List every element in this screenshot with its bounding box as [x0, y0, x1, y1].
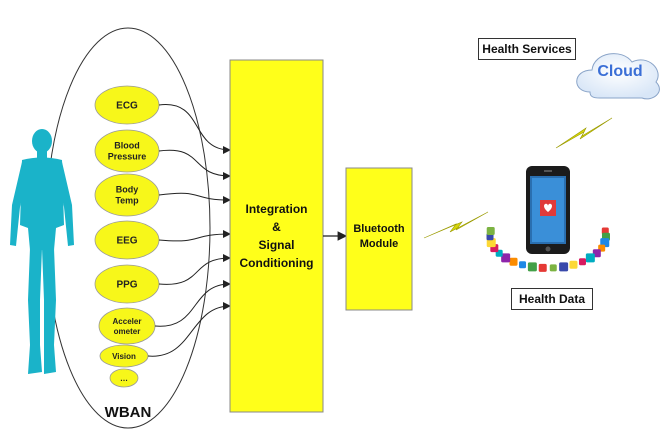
- app-tile-icon: [486, 226, 495, 235]
- bluetooth-block-label: Bluetooth Module: [346, 222, 412, 252]
- cloud-icon: [576, 53, 660, 100]
- sensor-node: [109, 368, 139, 388]
- integration-line-1: Integration: [245, 202, 308, 216]
- app-tile-icon: [509, 257, 518, 266]
- bluetooth-line-1: Bluetooth: [353, 223, 405, 235]
- sensor-label: ECG: [116, 101, 138, 112]
- app-tile-icon: [519, 261, 527, 269]
- health-data-label: Health Data: [511, 288, 593, 310]
- health-app-icons: [486, 226, 610, 272]
- sensor-arrow: [158, 192, 231, 204]
- bluetooth-line-2: Module: [359, 238, 399, 250]
- integration-line-3: Signal: [258, 238, 295, 252]
- cloud-label: Cloud: [597, 63, 643, 80]
- health-services-label: Health Services: [478, 38, 576, 60]
- app-tile-icon: [527, 262, 537, 272]
- sensor-arrow: [154, 280, 231, 327]
- sensor-arrow: [158, 149, 231, 180]
- bluetooth-block: [345, 167, 413, 311]
- sensor-label: …: [120, 374, 128, 383]
- app-tile-icon: [559, 262, 569, 272]
- sensor-label: EEG: [116, 236, 137, 247]
- wban-label: WBAN: [104, 404, 152, 421]
- lightning-bolt-icon: [555, 117, 613, 149]
- integration-block-label: Integration & Signal Conditioning: [230, 200, 323, 272]
- human-body-icon: [10, 129, 74, 374]
- sensor-arrow: [147, 302, 231, 357]
- app-tile-icon: [578, 258, 586, 266]
- sensor-label: Vision: [112, 352, 136, 361]
- integration-line-4: Conditioning: [239, 256, 314, 270]
- sensor-connectors: [147, 104, 231, 357]
- integration-line-2: &: [272, 220, 281, 234]
- integration-block: [229, 59, 324, 413]
- app-tile-icon: [549, 264, 557, 272]
- lightning-bolt-icon: [423, 211, 489, 239]
- app-tile-icon: [486, 233, 494, 241]
- sensor-arrow: [158, 104, 231, 154]
- app-tile-icon: [601, 227, 609, 235]
- sensor-arrow: [158, 230, 231, 242]
- app-tile-icon: [569, 260, 578, 269]
- app-tile-icon: [501, 253, 511, 263]
- app-tile-icon: [486, 238, 496, 248]
- app-tile-icon: [585, 253, 595, 263]
- sensor-arrow: [158, 254, 231, 285]
- smartphone-icon: [526, 166, 570, 254]
- app-tile-icon: [538, 263, 547, 272]
- sensor-label: PPG: [116, 280, 137, 291]
